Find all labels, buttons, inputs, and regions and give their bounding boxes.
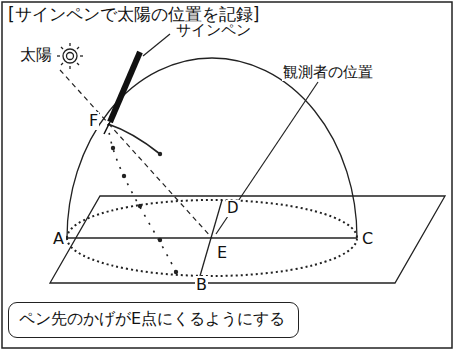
frame xyxy=(2,2,452,348)
sun-path-recent xyxy=(108,124,160,154)
point-label: C xyxy=(361,230,374,248)
observer-label: 観測者の位置 xyxy=(282,64,374,81)
point-label: E xyxy=(216,244,228,262)
point-label: A xyxy=(52,230,65,248)
point-label: F xyxy=(88,112,99,130)
dome xyxy=(67,58,357,238)
sun-path xyxy=(108,124,176,272)
horizon-front xyxy=(67,238,357,276)
ground-plane xyxy=(50,196,445,283)
observer-leader xyxy=(216,82,318,234)
sun-icon xyxy=(57,43,83,69)
sun-label: 太陽 xyxy=(20,46,52,64)
pen-label: サインペン xyxy=(176,22,251,39)
point-label: B xyxy=(195,276,208,294)
point-label: D xyxy=(226,200,240,217)
line-db xyxy=(200,200,222,276)
pen-leader xyxy=(143,34,170,56)
sign-pen xyxy=(110,52,140,122)
sun-dots xyxy=(111,146,178,274)
note-box: ペン先のかげがE点にくるようにする xyxy=(8,302,299,338)
note-text: ペン先のかげがE点にくるようにする xyxy=(19,309,288,330)
shadow-line xyxy=(60,70,212,238)
pen-tip xyxy=(104,122,110,134)
